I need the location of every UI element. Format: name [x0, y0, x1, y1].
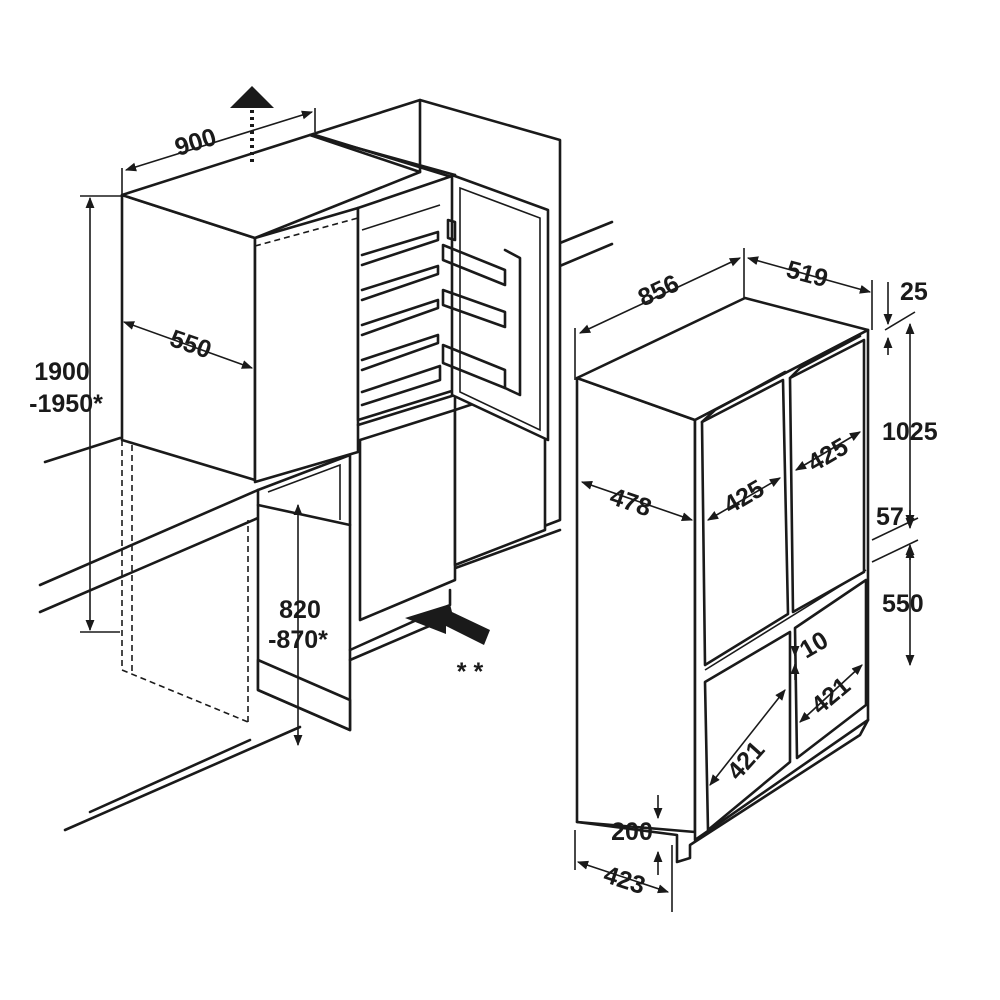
dimension-labels: 900 550 1900 -1950* 820 -870* * * 856 51…	[29, 123, 938, 900]
label-519: 519	[783, 255, 831, 293]
label-856: 856	[634, 269, 684, 312]
label-double-star: * *	[457, 658, 484, 686]
label-200: 200	[611, 818, 653, 846]
airflow-arrow-icon	[405, 604, 490, 645]
label-900: 900	[172, 123, 220, 162]
label-1950: -1950*	[29, 390, 103, 418]
kitchen-niche	[38, 86, 614, 832]
label-870: -870*	[268, 626, 328, 654]
label-57: 57	[876, 503, 904, 531]
label-1900: 1900	[34, 358, 90, 386]
label-550-height: 550	[882, 590, 924, 618]
label-1025: 1025	[882, 418, 938, 446]
label-25: 25	[900, 278, 928, 306]
label-423: 423	[600, 861, 648, 901]
appliance	[574, 248, 919, 912]
label-820: 820	[279, 596, 321, 624]
